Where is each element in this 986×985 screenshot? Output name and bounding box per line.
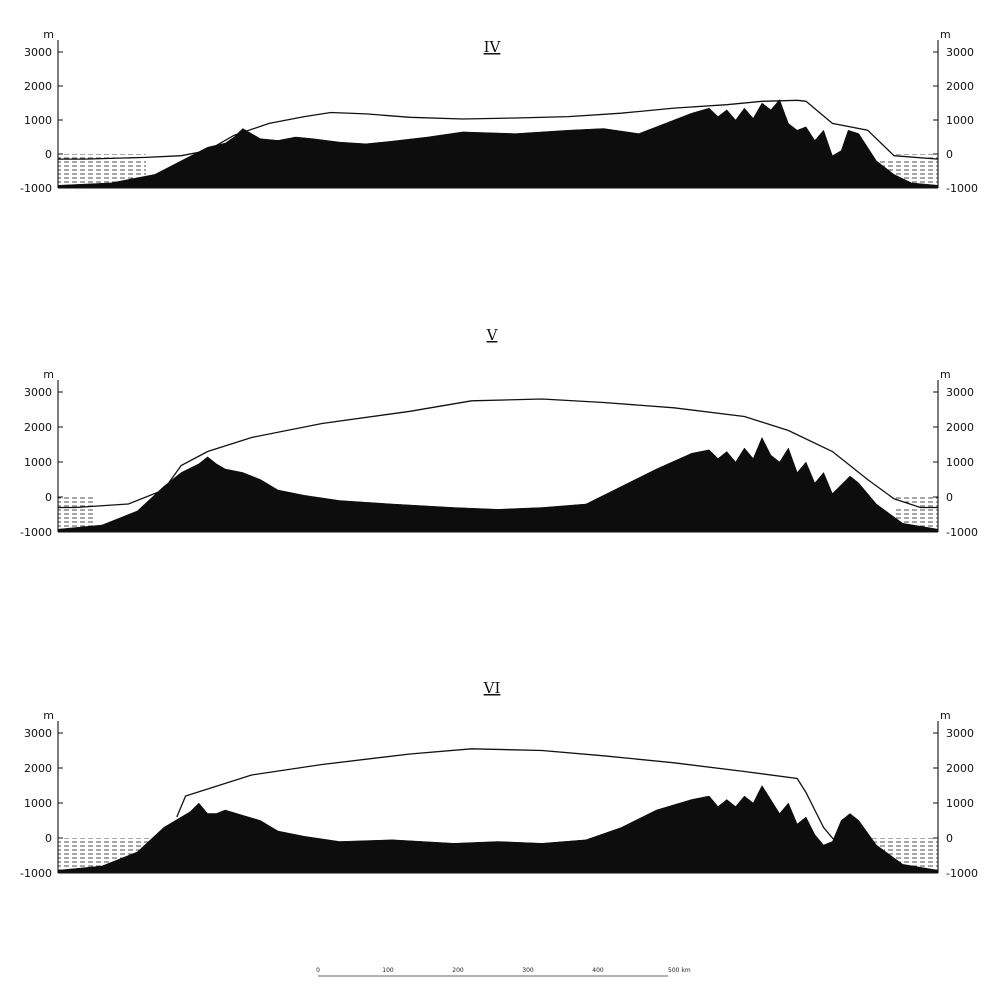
- scale-bar: 0 100 200 300 400 500 km: [316, 967, 691, 977]
- profile-iv: IV m 3000 2000 1000 0 -1000 m 3000 2000 1000 0 -100…: [20, 28, 978, 195]
- scale-bar-label: 300: [522, 967, 534, 974]
- profile-vi-tick-label-right: 1000: [946, 797, 974, 810]
- profile-vi-unit-right: m: [940, 709, 951, 722]
- profile-v-bedrock: [57, 436, 939, 533]
- profile-iv-tick-label-right: 1000: [946, 114, 974, 127]
- profile-iv-tick-label-left: 3000: [24, 46, 52, 59]
- profile-v-tick-label-right: -1000: [946, 526, 978, 539]
- profile-v-tick-label-right: 3000: [946, 386, 974, 399]
- profile-v-tick-label-right: 2000: [946, 421, 974, 434]
- profile-v-unit-right: m: [940, 368, 951, 381]
- profile-iv-tick-label-right: 3000: [946, 46, 974, 59]
- scale-bar-label: 0: [316, 967, 320, 974]
- profile-iv-unit-left: m: [43, 28, 54, 41]
- profile-iv-tick-label-right: 0: [946, 148, 953, 161]
- profile-vi-bedrock: [57, 784, 939, 874]
- profile-v-tick-label-left: 1000: [24, 456, 52, 469]
- profile-v-tick-label-left: 2000: [24, 421, 52, 434]
- profile-vi: VI m 3000 2000 1000 0 -1000 m 3000 2000 1000 0 -100…: [20, 679, 978, 880]
- profile-iv-tick-label-left: 2000: [24, 80, 52, 93]
- profile-v-tick-label-left: -1000: [20, 526, 52, 539]
- profile-vi-tick-label-right: 2000: [946, 762, 974, 775]
- profile-v: V m 3000 2000 1000 0 -1000 m 3000 2000 1000 0 -1000: [20, 326, 978, 539]
- profile-v-tick-label-right: 0: [946, 491, 953, 504]
- profile-vi-tick-label-left: 2000: [24, 762, 52, 775]
- profile-iv-tick-label-right: -1000: [946, 182, 978, 195]
- profile-iv-unit-right: m: [940, 28, 951, 41]
- profile-iv-tick-label-left: 0: [45, 148, 52, 161]
- profile-vi-tick-label-left: -1000: [20, 867, 52, 880]
- profile-iv-bedrock: [57, 99, 939, 189]
- profile-v-title: V: [486, 326, 499, 344]
- profile-vi-title: VI: [483, 679, 501, 697]
- scale-bar-label: 500 km: [668, 967, 691, 974]
- profile-v-tick-label-left: 3000: [24, 386, 52, 399]
- profile-vi-tick-label-left: 0: [45, 832, 52, 845]
- profile-v-tick-label-right: 1000: [946, 456, 974, 469]
- scale-bar-label: 200: [452, 967, 464, 974]
- profile-v-unit-left: m: [43, 368, 54, 381]
- profile-vi-tick-label-right: 0: [946, 832, 953, 845]
- profile-vi-unit-left: m: [43, 709, 54, 722]
- scale-bar-label: 400: [592, 967, 604, 974]
- profile-iv-tick-label-left: -1000: [20, 182, 52, 195]
- scale-bar-label: 100: [382, 967, 394, 974]
- profile-vi-tick-label-right: 3000: [946, 727, 974, 740]
- profile-v-tick-label-left: 0: [45, 491, 52, 504]
- profile-iv-tick-label-left: 1000: [24, 114, 52, 127]
- profile-vi-tick-label-right: -1000: [946, 867, 978, 880]
- profile-iv-title: IV: [484, 38, 502, 56]
- profile-vi-tick-label-left: 3000: [24, 727, 52, 740]
- profile-iv-tick-label-right: 2000: [946, 80, 974, 93]
- profile-vi-tick-label-left: 1000: [24, 797, 52, 810]
